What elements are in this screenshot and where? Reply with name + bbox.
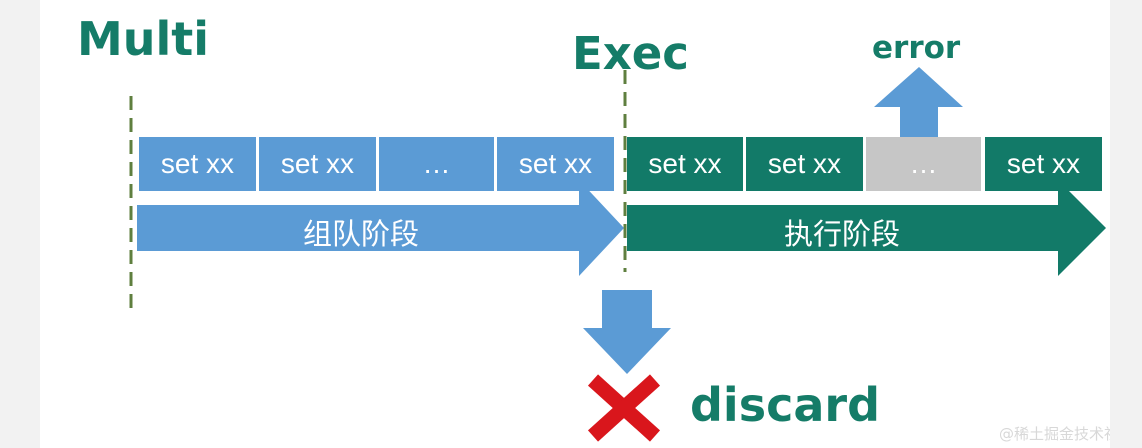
- queue-command-2: set xx: [259, 137, 376, 191]
- exec-label: Exec: [572, 27, 689, 80]
- exec-phase-arrow: [627, 180, 1106, 276]
- error-up-arrow: [874, 67, 963, 137]
- queue-command-4: set xx: [497, 137, 614, 191]
- discard-down-arrow: [583, 290, 671, 374]
- multi-label: Multi: [77, 12, 210, 66]
- exec-command-4: set xx: [985, 137, 1102, 191]
- exec-command-3-failed: …: [866, 137, 981, 191]
- queue-phase-arrow: [137, 180, 624, 276]
- queue-command-3: …: [379, 137, 494, 191]
- watermark: @稀土掘金技术社区: [998, 425, 1134, 443]
- queue-command-1: set xx: [139, 137, 256, 191]
- exec-command-1: set xx: [627, 137, 743, 191]
- discard-label: discard: [690, 378, 880, 432]
- queue-phase-label: 组队阶段: [303, 217, 420, 251]
- exec-phase-label: 执行阶段: [784, 217, 901, 251]
- exec-command-2: set xx: [746, 137, 863, 191]
- discard-x-icon: [587, 374, 661, 442]
- error-label: error: [872, 30, 961, 66]
